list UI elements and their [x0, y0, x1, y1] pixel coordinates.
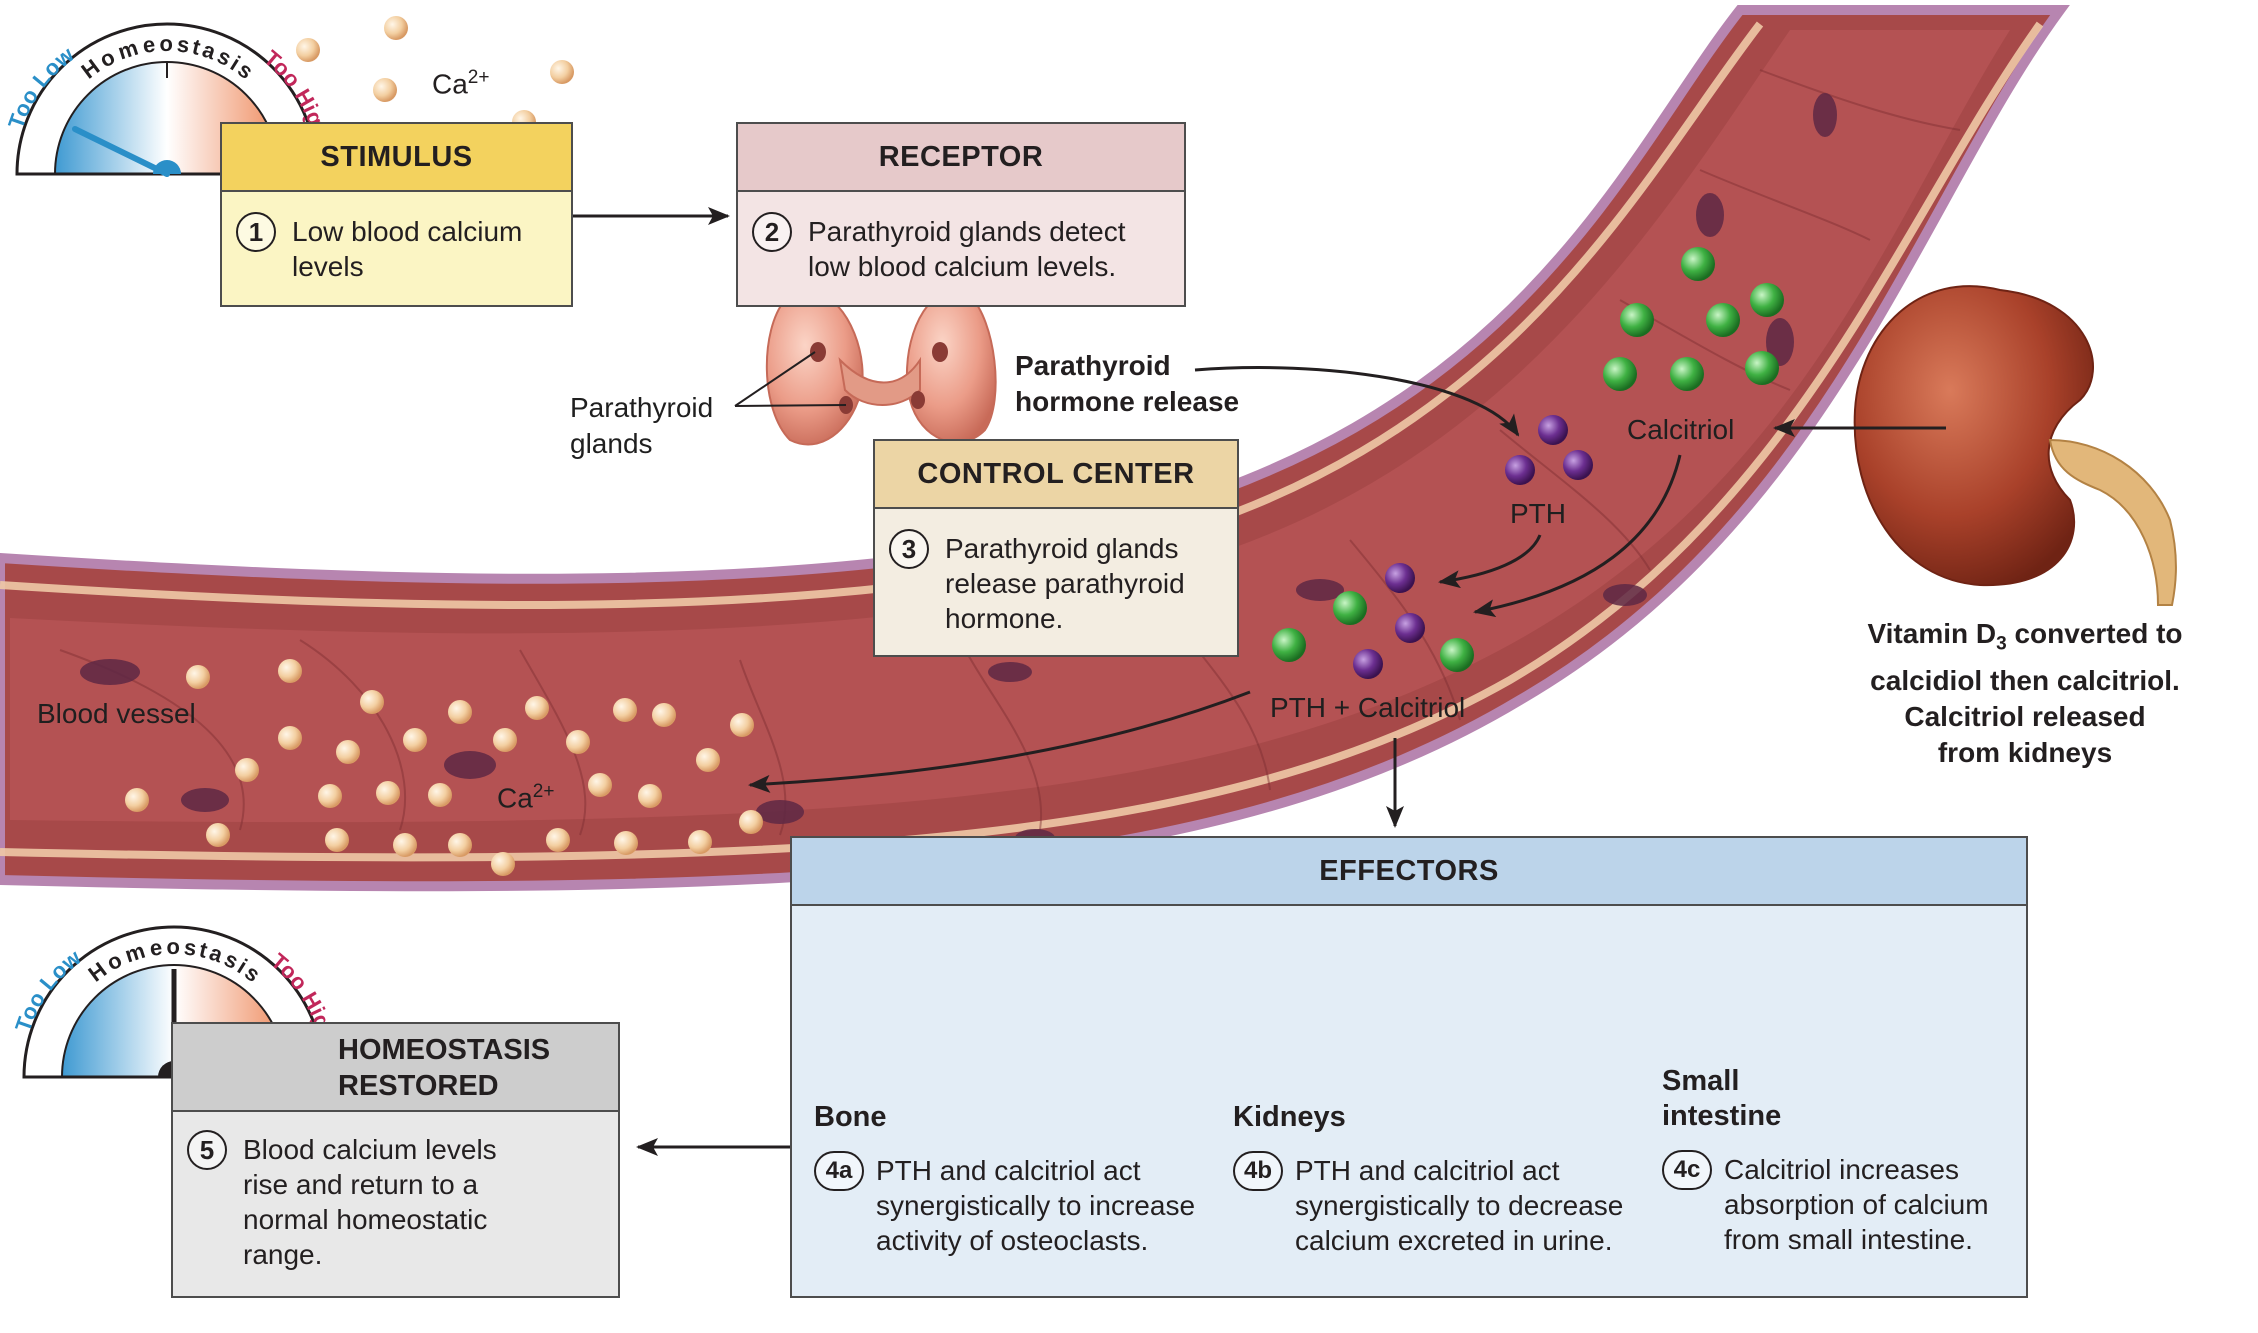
control-center-title: CONTROL CENTER: [875, 441, 1237, 509]
control-center-box: CONTROL CENTER 3 Parathyroid glands rele…: [873, 439, 1239, 657]
effectors-title: EFFECTORS: [792, 838, 2026, 906]
step-number-3: 3: [889, 529, 929, 569]
homeostasis-restored-title: HOMEOSTASIS RESTORED: [173, 1024, 618, 1112]
receptor-title: RECEPTOR: [738, 124, 1184, 192]
step-number-4c: 4c: [1662, 1150, 1712, 1190]
pth-calcitriol-label: PTH + Calcitriol: [1270, 692, 1466, 723]
arrow-pth-down: [1438, 534, 1542, 589]
stimulus-title: STIMULUS: [222, 124, 571, 192]
blood-vessel-label: Blood vessel: [37, 698, 196, 729]
effector-kidneys-title: Kidneys: [1233, 1101, 1346, 1133]
step-number-5: 5: [187, 1130, 227, 1170]
hormone-release-label: Parathyroid hormone release: [1015, 350, 1240, 417]
arrow-hormone-release: [1194, 366, 1520, 437]
effectors-box: EFFECTORS Bone 4a PTH and calcitriol act…: [790, 836, 2028, 1298]
effector-bone-text: PTH and calcitriol act synergistically t…: [876, 1155, 1196, 1256]
stimulus-box: STIMULUS 1 Low blood calcium levels: [220, 122, 573, 307]
vitamin-d-caption: Vitamin D3 converted to calcidiol then c…: [1867, 618, 2183, 768]
receptor-text: Parathyroid glands detect low blood calc…: [808, 216, 1126, 282]
control-center-text: Parathyroid glands release parathyroid h…: [945, 533, 1185, 634]
step-number-2: 2: [752, 212, 792, 252]
effector-bone-title: Bone: [814, 1101, 887, 1133]
parathyroid-glands-illustration: [765, 288, 997, 446]
pth-label: PTH: [1510, 498, 1566, 529]
calcitriol-label: Calcitriol: [1627, 414, 1735, 445]
effector-kidneys-text: PTH and calcitriol act synergistically t…: [1295, 1155, 1624, 1256]
calcium-ion-label-top: Ca2+: [432, 67, 490, 100]
effector-bone: Bone 4a PTH and calcitriol act synergist…: [814, 1100, 1224, 1258]
effector-small-intestine-text: Calcitriol increases absorption of calci…: [1724, 1154, 1989, 1255]
receptor-box: RECEPTOR 2 Parathyroid glands detect low…: [736, 122, 1186, 307]
step-number-1: 1: [236, 212, 276, 252]
arrow-to-calcium-release: [748, 690, 1251, 793]
calcium-ion-label-vessel: Ca2+: [497, 781, 555, 814]
effector-kidneys: Kidneys 4b PTH and calcitriol act synerg…: [1233, 1100, 1653, 1258]
homeostasis-restored-text: Blood calcium levels rise and return to …: [243, 1134, 497, 1270]
pth-molecules: [1353, 415, 1593, 679]
step-number-4b: 4b: [1233, 1151, 1283, 1191]
restored-title-line1: HOMEOSTASIS: [338, 1034, 551, 1066]
homeostasis-restored-box: HOMEOSTASIS RESTORED 5 Blood calcium lev…: [171, 1022, 620, 1298]
effector-small-intestine: Small intestine 4c Calcitriol increases …: [1662, 1064, 2022, 1257]
calcium-ions-vessel: [125, 659, 763, 876]
calcitriol-molecules: [1272, 247, 1784, 672]
flow-arrows: [572, 207, 1946, 1156]
arrow-calcitriol-down: [1473, 454, 1682, 618]
stimulus-text: Low blood calcium levels: [292, 216, 523, 282]
kidney-illustration-right: [1853, 285, 2177, 606]
restored-title-line2: RESTORED: [338, 1070, 499, 1102]
effector-small-intestine-title: Small intestine: [1662, 1065, 1782, 1132]
parathyroid-glands-label: Parathyroid glands: [570, 392, 714, 459]
step-number-4a: 4a: [814, 1151, 864, 1191]
